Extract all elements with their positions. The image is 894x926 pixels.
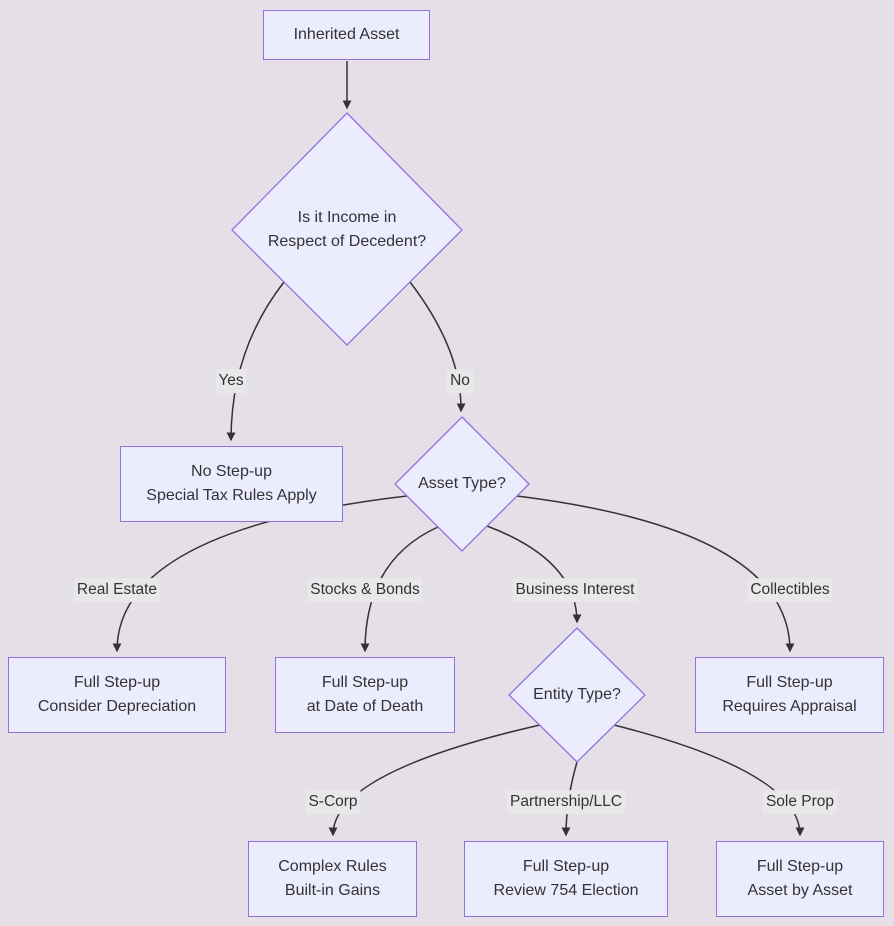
node-label-line: Requires Appraisal (722, 698, 857, 715)
node-label-line: at Date of Death (306, 698, 424, 715)
node-label-line: Full Step-up (522, 858, 610, 875)
edge-label-no: No (447, 369, 473, 393)
node-full-stepup-date-of-death: Full Step-up at Date of Death (275, 657, 455, 733)
node-inherited-asset: Inherited Asset (263, 10, 430, 60)
edge-entity-type-sole-prop (613, 724, 805, 837)
edge-label-stocks-bonds: Stocks & Bonds (307, 578, 423, 602)
node-label: Inherited Asset (293, 26, 400, 43)
decision-entity-type-shape (508, 627, 646, 763)
edge-label-sole-prop: Sole Prop (762, 790, 838, 814)
node-label-line: Consider Depreciation (37, 698, 197, 715)
node-label-line: No Step-up (191, 463, 272, 480)
node-label: Entity Type? (533, 686, 621, 703)
node-full-stepup-appraisal: Full Step-up Requires Appraisal (695, 657, 884, 733)
node-label-line: Review 754 Election (493, 882, 639, 899)
edge-ird-yes-to-no-stepup (226, 281, 285, 442)
node-label-line: Full Step-up (746, 674, 833, 691)
node-full-stepup-depreciation: Full Step-up Consider Depreciation (8, 657, 226, 733)
decision-asset-type-shape (394, 416, 530, 552)
node-no-stepup: No Step-up Special Tax Rules Apply (120, 446, 343, 522)
edge-entity-type-s-corp (328, 724, 541, 837)
node-full-stepup-754: Full Step-up Review 754 Election (464, 841, 668, 917)
edge-ird-no-to-asset-type (409, 281, 466, 413)
node-label-line: Respect of Decedent? (267, 233, 427, 250)
node-label-line: Full Step-up (321, 674, 409, 691)
edge-asset-type-business-interest (486, 525, 582, 624)
edge-label-partnership-llc: Partnership/LLC (506, 790, 626, 814)
edge-label-real-estate: Real Estate (73, 578, 161, 602)
edge-asset-type-stocks-bonds (360, 526, 439, 653)
node-label-line: Full Step-up (756, 858, 844, 875)
node-label-line: Is it Income in (297, 209, 397, 226)
node-label-line: Complex Rules (278, 858, 387, 875)
edge-label-yes: Yes (215, 369, 247, 393)
decision-ird-label: Is it Income in Respect of Decedent? (268, 206, 426, 254)
node-complex-rules: Complex Rules Built-in Gains (248, 841, 417, 917)
decision-ird-shape (231, 112, 463, 346)
node-full-stepup-asset-by-asset: Full Step-up Asset by Asset (716, 841, 884, 917)
node-label-line: Asset by Asset (747, 882, 853, 899)
decision-entity-type-label: Entity Type? (533, 683, 621, 707)
edge-asset-type-collectibles (516, 495, 795, 653)
node-label: Asset Type? (418, 475, 506, 492)
node-label-line: Special Tax Rules Apply (146, 487, 317, 504)
decision-asset-type-label: Asset Type? (418, 472, 506, 496)
edge-label-business-interest: Business Interest (512, 578, 638, 602)
node-label-line: Full Step-up (73, 674, 161, 691)
node-label-line: Built-in Gains (284, 882, 381, 899)
edge-label-s-corp: S-Corp (305, 790, 361, 814)
edge-label-collectibles: Collectibles (747, 578, 833, 602)
